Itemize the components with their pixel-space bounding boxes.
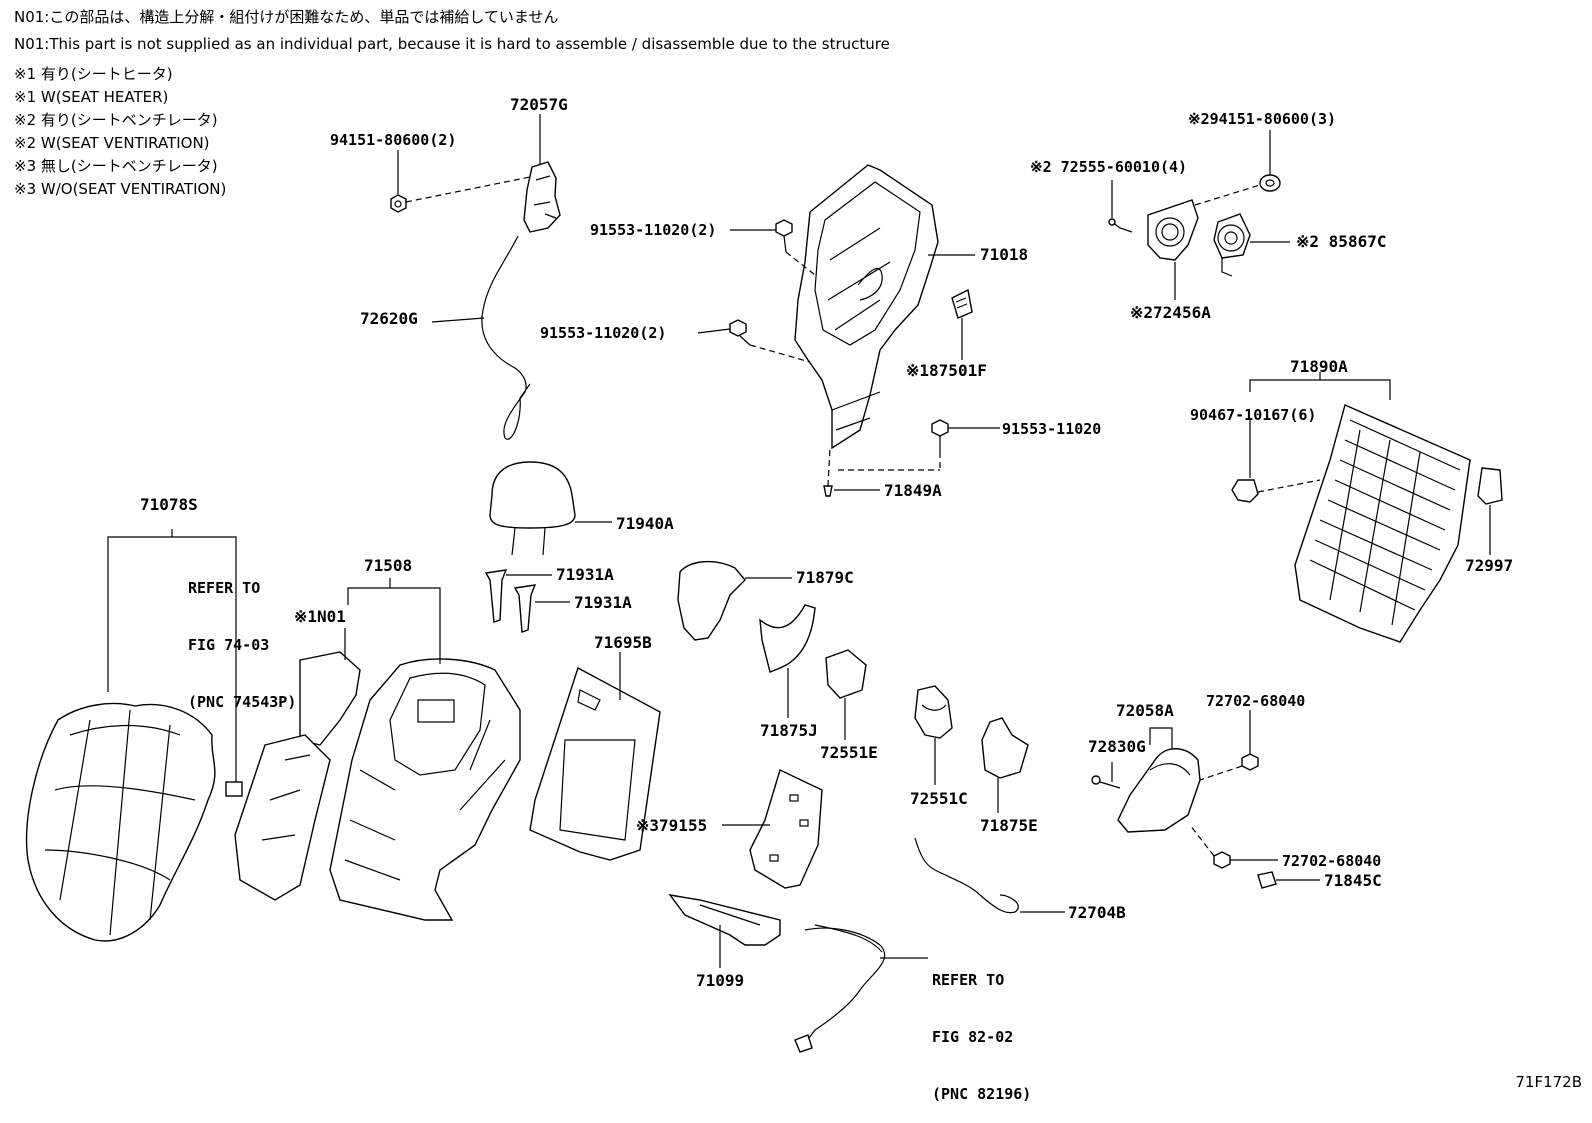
label-72702-top[interactable]: 72702-68040	[1206, 692, 1306, 710]
refer-line-1: REFER TO	[188, 579, 261, 597]
bolt-91553-top-drawing	[730, 219, 816, 276]
bolt-72702-top-drawing	[1199, 710, 1259, 781]
label-71875e[interactable]: 71875E	[980, 816, 1038, 835]
label-n01[interactable]: ※1N01	[294, 607, 346, 626]
label-72058a[interactable]: 72058A	[1116, 701, 1174, 720]
label-91553-top[interactable]: 91553-11020(2)	[590, 221, 717, 239]
label-79155[interactable]: ※379155	[636, 816, 708, 835]
part-79155-drawing	[722, 769, 823, 889]
part-71099-drawing	[668, 894, 781, 968]
part-71875e-drawing	[981, 717, 1029, 813]
label-71875j[interactable]: 71875J	[760, 721, 818, 740]
frame-71018-drawing	[794, 164, 975, 450]
label-71099[interactable]: 71099	[696, 971, 745, 990]
note-n01-en: N01:This part is not supplied as an indi…	[14, 35, 890, 53]
refer-to-82196[interactable]: REFER TO FIG 82-02 (PNC 82196)	[932, 933, 1031, 1123]
figure-id: 71F172B	[1515, 1073, 1582, 1091]
label-91553-mid[interactable]: 91553-11020(2)	[540, 324, 667, 342]
label-71018[interactable]: 71018	[980, 245, 1029, 264]
refer-line-3: (PNC 82196)	[932, 1085, 1032, 1103]
part-71875j-drawing	[759, 604, 816, 718]
note-n01-ja: N01:この部品は、構造上分解・組付けが困難なため、単品では補給していません	[14, 8, 559, 26]
label-72997[interactable]: 72997	[1465, 556, 1514, 575]
label-71695b[interactable]: 71695B	[594, 633, 652, 652]
refer-line-2: FIG 82-02	[932, 1028, 1014, 1046]
pad-n01-drawing	[234, 628, 361, 901]
label-94151-2[interactable]: 94151-80600(2)	[330, 131, 457, 149]
label-71849a[interactable]: 71849A	[884, 481, 942, 500]
label-72620g[interactable]: 72620G	[360, 309, 418, 328]
screw-72555-drawing	[1108, 180, 1133, 233]
bracket-72057g-drawing	[523, 114, 561, 233]
bolt-91553-mid-drawing	[697, 319, 811, 363]
label-87501f[interactable]: ※187501F	[906, 361, 987, 380]
clip-71849a-drawing	[823, 447, 940, 497]
bolt-91553-single-drawing	[931, 419, 1000, 470]
label-71931a-1[interactable]: 71931A	[556, 565, 614, 584]
label-72057g[interactable]: 72057G	[510, 95, 568, 114]
label-72702-bot[interactable]: 72702-68040	[1282, 852, 1382, 870]
refer-line-2: FIG 74-03	[188, 636, 270, 654]
part-71845c-drawing	[1257, 871, 1320, 889]
label-90467[interactable]: 90467-10167(6)	[1190, 406, 1317, 424]
label-71845c[interactable]: 71845C	[1324, 871, 1382, 890]
note-1-ja: ※1 有り(シートヒータ)	[14, 65, 173, 83]
label-71931a-2[interactable]: 71931A	[574, 593, 632, 612]
label-71508[interactable]: 71508	[364, 556, 413, 575]
note-3-ja: ※3 無し(シートベンチレータ)	[14, 157, 218, 175]
label-71890a[interactable]: 71890A	[1290, 357, 1348, 376]
label-72704b[interactable]: 72704B	[1068, 903, 1126, 922]
seat-cover-71078s-drawing	[25, 529, 243, 942]
refer-line-3: (PNC 74543P)	[188, 693, 297, 711]
guide-71931a-1-drawing	[484, 569, 552, 623]
part-72551c-drawing	[914, 685, 953, 785]
label-72456a[interactable]: ※272456A	[1130, 303, 1211, 322]
nut-94151-drawing	[390, 150, 531, 213]
screw-72830g-drawing	[1091, 762, 1121, 789]
harness-82196-drawing	[794, 924, 928, 1053]
label-71879c[interactable]: 71879C	[796, 568, 854, 587]
fan-85867c-drawing	[1213, 213, 1290, 277]
headrest-71940a-drawing	[489, 461, 612, 556]
seat-pad-71508-drawing	[329, 578, 521, 921]
label-72551c[interactable]: 72551C	[910, 789, 968, 808]
part-72997-drawing	[1477, 467, 1503, 555]
cover-72058a-drawing	[1117, 727, 1201, 833]
label-71078s[interactable]: 71078S	[140, 495, 198, 514]
label-85867c[interactable]: ※2 85867C	[1296, 232, 1387, 251]
sheet-71695b-drawing	[529, 652, 661, 861]
refer-line-1: REFER TO	[932, 971, 1005, 989]
note-2-ja: ※2 有り(シートベンチレータ)	[14, 111, 218, 129]
part-87501f-drawing	[951, 288, 973, 360]
cable-72704b-drawing	[914, 837, 1065, 914]
parts-diagram	[25, 114, 1503, 1053]
washer-94151-3-drawing	[1259, 130, 1281, 192]
guide-71931a-2-drawing	[513, 584, 570, 633]
cable-72620g-drawing	[431, 235, 531, 440]
label-72830g[interactable]: 72830G	[1088, 737, 1146, 756]
bracket-72456a-drawing	[1147, 184, 1261, 300]
part-72551e-drawing	[825, 649, 867, 740]
note-2-en: ※2 W(SEAT VENTIRATION)	[14, 134, 210, 152]
label-71940a[interactable]: 71940A	[616, 514, 674, 533]
mat-71890a-drawing	[1249, 372, 1471, 643]
clip-90467-drawing	[1231, 420, 1321, 503]
label-72555[interactable]: ※2 72555-60010(4)	[1030, 158, 1188, 176]
bolt-72702-bot-drawing	[1189, 824, 1278, 869]
note-1-en: ※1 W(SEAT HEATER)	[14, 88, 169, 106]
label-91553-single[interactable]: 91553-11020	[1002, 420, 1102, 438]
refer-to-74543p[interactable]: REFER TO FIG 74-03 (PNC 74543P)	[188, 541, 296, 731]
note-3-en: ※3 W/O(SEAT VENTIRATION)	[14, 180, 227, 198]
label-72551e[interactable]: 72551E	[820, 743, 878, 762]
part-71879c-drawing	[677, 561, 792, 641]
label-94151-3[interactable]: ※294151-80600(3)	[1188, 110, 1337, 128]
